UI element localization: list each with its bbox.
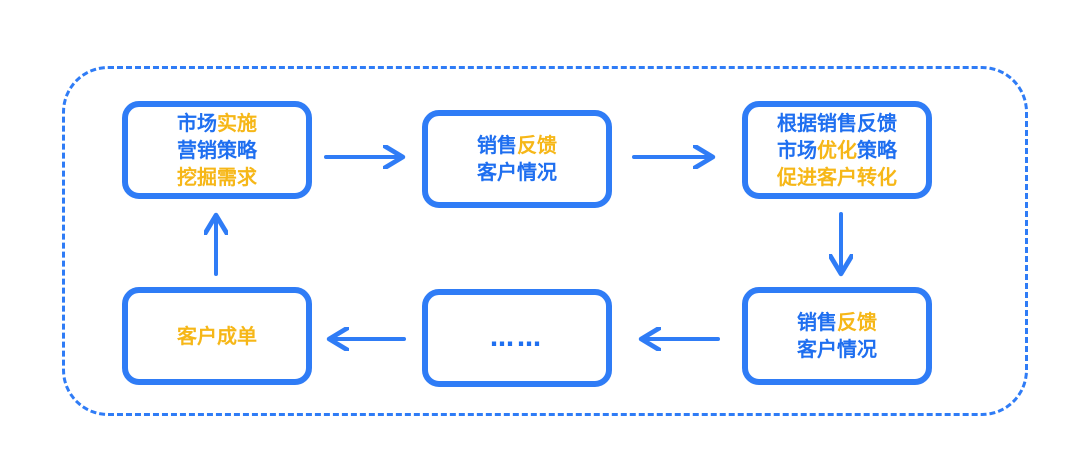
step-1-text-implement: 实施 [217, 110, 257, 135]
step-sales-feedback-bottom: 销售反馈 客户情况 [742, 287, 932, 385]
step-4-line-2: 客户情况 [797, 337, 877, 361]
dashed-cycle-frame [62, 66, 1028, 416]
step-customer-deal: 客户成单 [122, 287, 312, 385]
step-optimize-strategy: 根据销售反馈 市场优化策略 促进客户转化 [742, 101, 932, 199]
step-3-line-2: 市场优化策略 [777, 137, 897, 164]
step-3-line-1: 根据销售反馈 [777, 110, 897, 135]
step-2-text-feedback: 反馈 [517, 133, 557, 157]
step-1-line-2: 营销策略 [177, 137, 257, 162]
step-3-text-optimize: 优化 [817, 137, 857, 162]
step-1-line-1: 市场实施 [177, 110, 257, 137]
step-6-line-1: 客户成单 [177, 323, 257, 348]
step-1-line-3: 挖掘需求 [177, 164, 257, 189]
step-ellipsis: …… [422, 289, 612, 387]
step-market-implementation: 市场实施 营销策略 挖掘需求 [122, 101, 312, 199]
step-3-text-market: 市场 [777, 137, 817, 162]
step-4-line-1: 销售反馈 [797, 309, 877, 336]
ellipsis-dots: …… [490, 323, 544, 352]
step-1-text-market: 市场 [177, 110, 217, 135]
step-sales-feedback-top: 销售反馈 客户情况 [422, 110, 612, 208]
step-3-line-3: 促进客户转化 [777, 164, 897, 189]
step-4-text-sales: 销售 [797, 310, 837, 334]
step-4-text-feedback: 反馈 [837, 310, 877, 334]
step-2-line-2: 客户情况 [477, 160, 557, 184]
step-3-text-strategy: 策略 [857, 137, 897, 162]
step-2-line-1: 销售反馈 [477, 132, 557, 159]
step-2-text-sales: 销售 [477, 133, 517, 157]
